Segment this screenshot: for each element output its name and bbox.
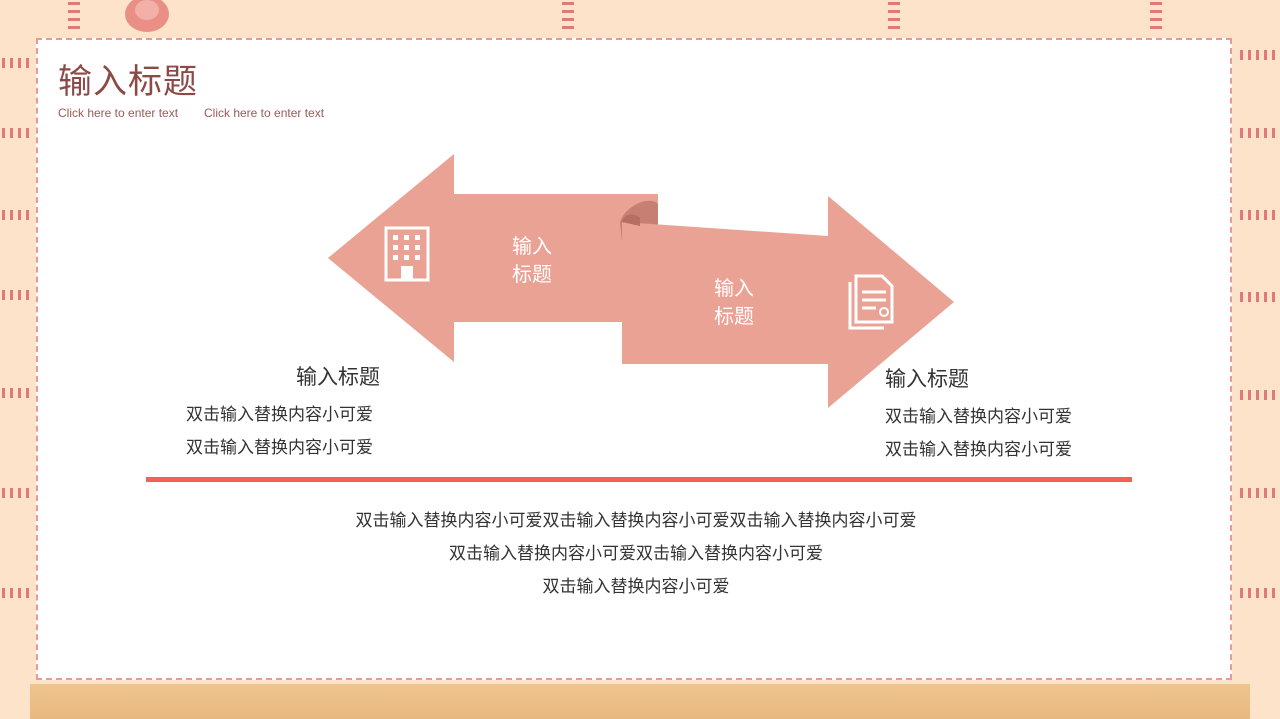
slide-card: 输入标题 Click here to enter text Click here… <box>36 38 1232 680</box>
left-block-heading[interactable]: 输入标题 <box>296 365 380 389</box>
left-arrow-label-line1: 输入 <box>512 234 552 258</box>
red-divider <box>146 477 1132 482</box>
paw-icon <box>125 0 169 32</box>
right-arrow-label: 输入 标题 <box>704 274 764 330</box>
left-arrow-label: 输入 标题 <box>502 232 562 288</box>
right-arrow-label-line2: 标题 <box>714 304 754 328</box>
page-title: 输入标题 <box>58 62 198 102</box>
right-block-line-2[interactable]: 双击输入替换内容小可爱 <box>885 440 1072 460</box>
subtitle-text-1[interactable]: Click here to enter text <box>58 106 179 120</box>
arrow-shapes <box>328 154 954 408</box>
bottom-paragraph-line-2[interactable]: 双击输入替换内容小可爱双击输入替换内容小可爱 <box>449 544 823 564</box>
left-block-line-1[interactable]: 双击输入替换内容小可爱 <box>186 405 373 425</box>
bottom-paragraph-line-1[interactable]: 双击输入替换内容小可爱双击输入替换内容小可爱双击输入替换内容小可爱 <box>355 511 917 531</box>
left-arrow-shape <box>328 154 658 362</box>
right-arrow-label-line1: 输入 <box>714 276 754 300</box>
bottom-paragraph-line-3[interactable]: 双击输入替换内容小可爱 <box>542 577 730 597</box>
document-icon <box>848 274 894 330</box>
building-icon <box>384 226 430 282</box>
subtitle-text-2[interactable]: Click here to enter text <box>204 106 325 120</box>
right-block-line-1[interactable]: 双击输入替换内容小可爱 <box>885 407 1072 427</box>
right-arrow-shape <box>622 196 954 408</box>
double-arrow-diagram: 输入 标题 输入 标题 <box>328 152 968 412</box>
floor-strip <box>30 684 1250 719</box>
left-block-line-2[interactable]: 双击输入替换内容小可爱 <box>186 438 373 458</box>
left-arrow-label-line2: 标题 <box>512 262 552 286</box>
right-block-heading[interactable]: 输入标题 <box>885 367 969 391</box>
